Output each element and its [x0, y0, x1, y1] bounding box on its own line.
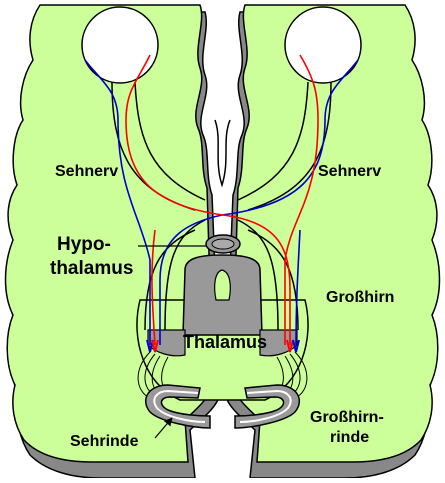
right-eye-crossing-fibre-blue — [159, 59, 359, 345]
left-eye-crossing-fibre-red — [125, 54, 291, 345]
visual-cortex-leader — [154, 417, 173, 439]
left-eye-inner-fibre-red — [151, 229, 156, 346]
longitudinal-fissure — [214, 119, 231, 188]
label-cerebral-cortex-1: Großhirn- — [310, 409, 384, 426]
label-hypothalamus-1: Hypo- — [57, 234, 111, 255]
visual-cortex-left-stripe — [153, 389, 206, 423]
label-visual-cortex: Sehrinde — [70, 433, 139, 450]
nerve-fibres-blue — [84, 59, 359, 346]
left-eye — [81, 6, 159, 84]
label-thalamus: Thalamus — [183, 332, 267, 352]
midbrain-outline — [136, 299, 309, 401]
label-cerebral-cortex-2: rinde — [330, 429, 369, 446]
label-hypothalamus-2: thalamus — [50, 258, 133, 279]
right-eye-outer-fibre-blue — [295, 229, 301, 346]
visual-cortex-right — [234, 384, 300, 429]
label-optic-nerve-right: Sehnerv — [318, 163, 381, 180]
eyes — [81, 6, 362, 84]
visual-cortex-right-stripe — [239, 389, 292, 423]
right-eye — [284, 6, 362, 84]
lateral-geniculate-right — [259, 329, 298, 357]
left-eye-outer-fibre — [84, 59, 151, 345]
hypothalamus-inner — [211, 238, 235, 250]
right-eye-outer-fibre-red — [284, 54, 319, 345]
nerve-fibres-red — [125, 54, 319, 346]
label-cerebrum: Großhirn — [326, 289, 394, 306]
labels: Sehnerv Sehnerv Hypo- thalamus Großhirn … — [50, 163, 394, 450]
visual-cortex-left — [145, 384, 211, 429]
thalamus-notch — [214, 269, 231, 301]
fibre-terminals — [146, 339, 300, 353]
label-optic-nerve-left: Sehnerv — [55, 163, 118, 180]
